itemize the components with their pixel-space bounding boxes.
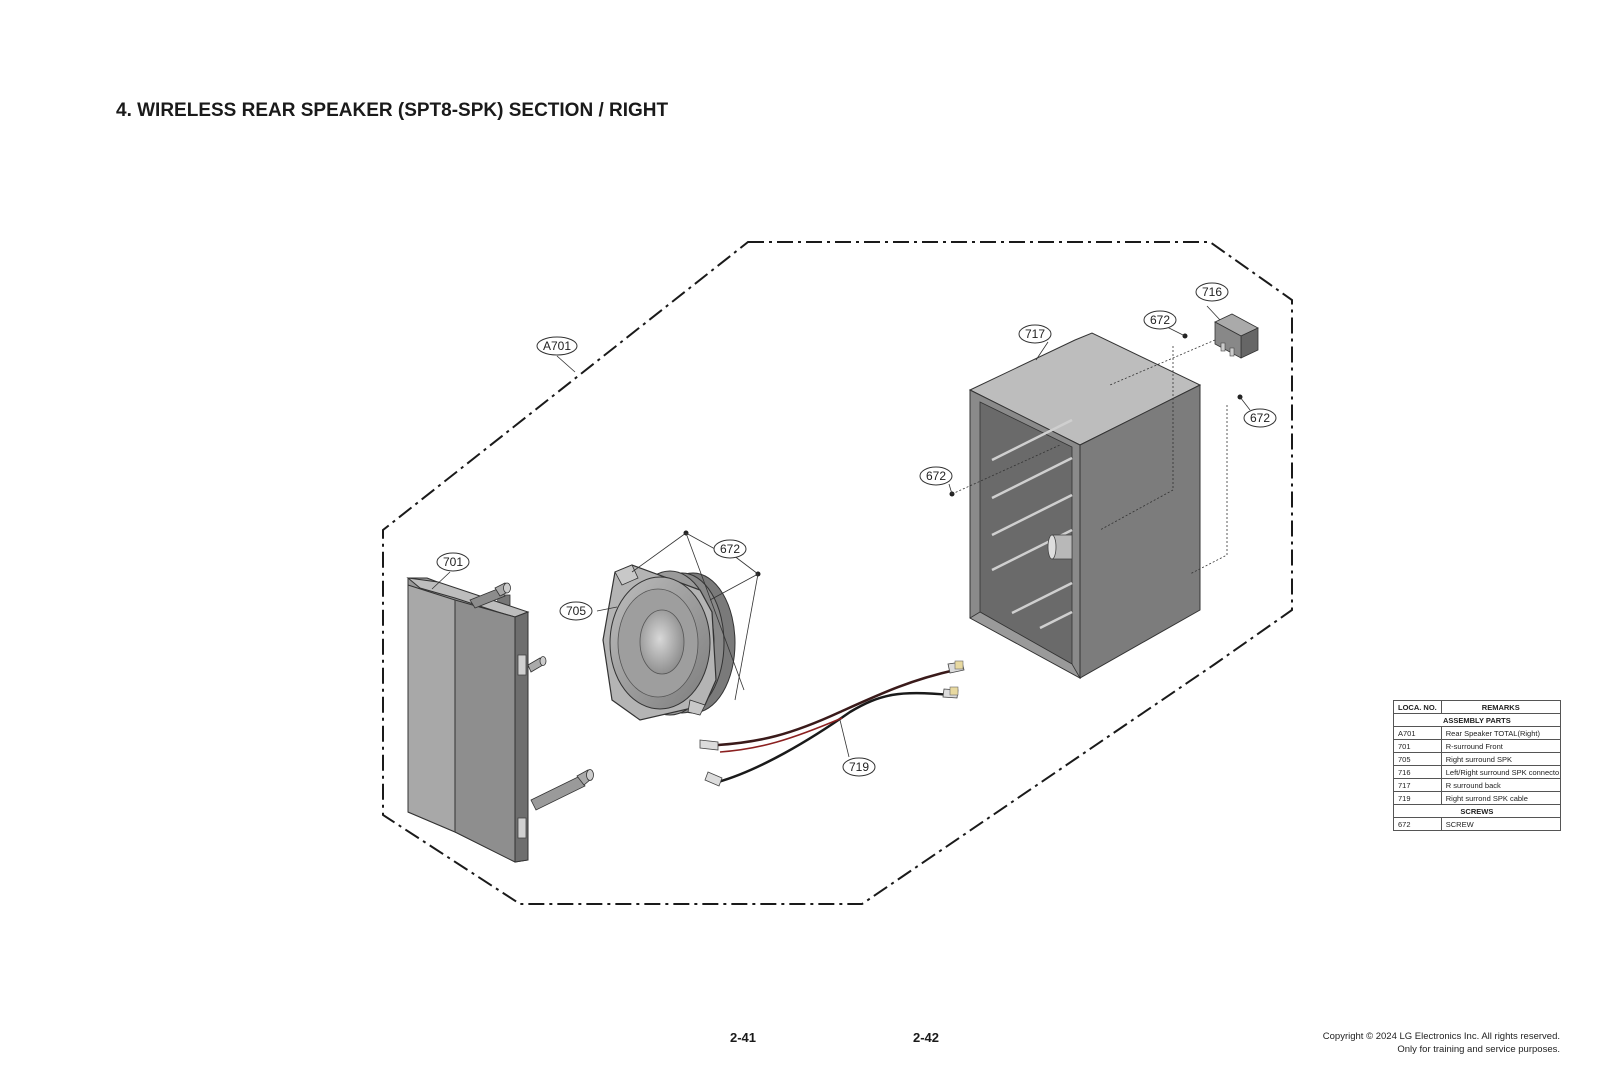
back-enclosure-717 <box>968 332 1202 680</box>
row-remark: Right surround SPK <box>1440 752 1561 766</box>
row-loc: 672 <box>1393 817 1442 831</box>
row-loc: 701 <box>1393 739 1442 753</box>
callout-719-label: 719 <box>849 760 869 774</box>
row-remark: Right surrond SPK cable <box>1440 791 1561 805</box>
table-row: A701 Rear Speaker TOTAL(Right) <box>1393 726 1561 740</box>
row-remark: SCREW <box>1440 817 1561 831</box>
table-row: 672 SCREW <box>1393 817 1561 831</box>
row-remark: R surround back <box>1440 778 1561 792</box>
parts-table-header-row: LOCA. NO. REMARKS <box>1393 700 1561 714</box>
header-loca-no: LOCA. NO. <box>1393 700 1442 714</box>
table-row: 701 R-surround Front <box>1393 739 1561 753</box>
page-number-left: 2-41 <box>730 1030 757 1045</box>
table-row: 717 R surround back <box>1393 778 1561 792</box>
parts-table: LOCA. NO. REMARKS ASSEMBLY PARTS A701 Re… <box>1393 700 1561 831</box>
callout-672-left: 672 <box>919 466 953 486</box>
front-panel-701 <box>406 577 594 863</box>
speaker-driver-705 <box>602 564 736 721</box>
connector-716 <box>1214 313 1259 359</box>
row-loc: A701 <box>1393 726 1442 740</box>
usage-notice-line: Only for training and service purposes. <box>1397 1044 1560 1055</box>
assembly-parts-group-row: ASSEMBLY PARTS <box>1393 713 1561 727</box>
assembly-boundary-line <box>382 241 1293 905</box>
callout-701-label: 701 <box>443 555 463 569</box>
header-remarks: REMARKS <box>1440 700 1561 714</box>
screws-label: SCREWS <box>1393 804 1561 818</box>
row-loc: 717 <box>1393 778 1442 792</box>
callout-672-right: 672 <box>1243 408 1277 428</box>
callout-a701: A701 <box>536 336 578 356</box>
screws-group-row: SCREWS <box>1393 804 1561 818</box>
callout-719: 719 <box>842 757 876 777</box>
callout-705-label: 705 <box>566 604 586 618</box>
row-loc: 716 <box>1393 765 1442 779</box>
row-loc: 719 <box>1393 791 1442 805</box>
row-remark: Left/Right surround SPK connecto <box>1440 765 1561 779</box>
callout-672-right-label: 672 <box>1250 411 1270 425</box>
callout-672-top-label: 672 <box>1150 313 1170 327</box>
row-remark: R-surround Front <box>1440 739 1561 753</box>
page-title: 4. WIRELESS REAR SPEAKER (SPT8-SPK) SECT… <box>116 100 669 121</box>
callout-717-label: 717 <box>1025 327 1045 341</box>
table-row: 705 Right surround SPK <box>1393 752 1561 766</box>
callout-717: 717 <box>1018 324 1052 344</box>
copyright-line: Copyright © 2024 LG Electronics Inc. All… <box>1322 1031 1560 1042</box>
assembly-parts-label: ASSEMBLY PARTS <box>1393 713 1561 727</box>
callout-716-label: 716 <box>1202 285 1222 299</box>
leader-lines <box>431 305 1251 758</box>
callout-672-speaker-label: 672 <box>720 542 740 556</box>
callout-701: 701 <box>436 552 470 572</box>
table-row: 719 Right surrond SPK cable <box>1393 791 1561 805</box>
callout-672-top: 672 <box>1143 310 1177 330</box>
callout-672-speaker: 672 <box>713 539 747 559</box>
callout-a701-label: A701 <box>543 339 571 353</box>
page-number-right: 2-42 <box>913 1030 940 1045</box>
speaker-cable-719 <box>699 660 965 787</box>
copyright-notice: Copyright © 2024 LG Electronics Inc. All… <box>1323 1030 1560 1056</box>
table-row: 716 Left/Right surround SPK connecto <box>1393 765 1561 779</box>
row-loc: 705 <box>1393 752 1442 766</box>
callout-716: 716 <box>1195 282 1229 302</box>
callout-705: 705 <box>559 601 593 621</box>
row-remark: Rear Speaker TOTAL(Right) <box>1440 726 1561 740</box>
callout-672-left-label: 672 <box>926 469 946 483</box>
